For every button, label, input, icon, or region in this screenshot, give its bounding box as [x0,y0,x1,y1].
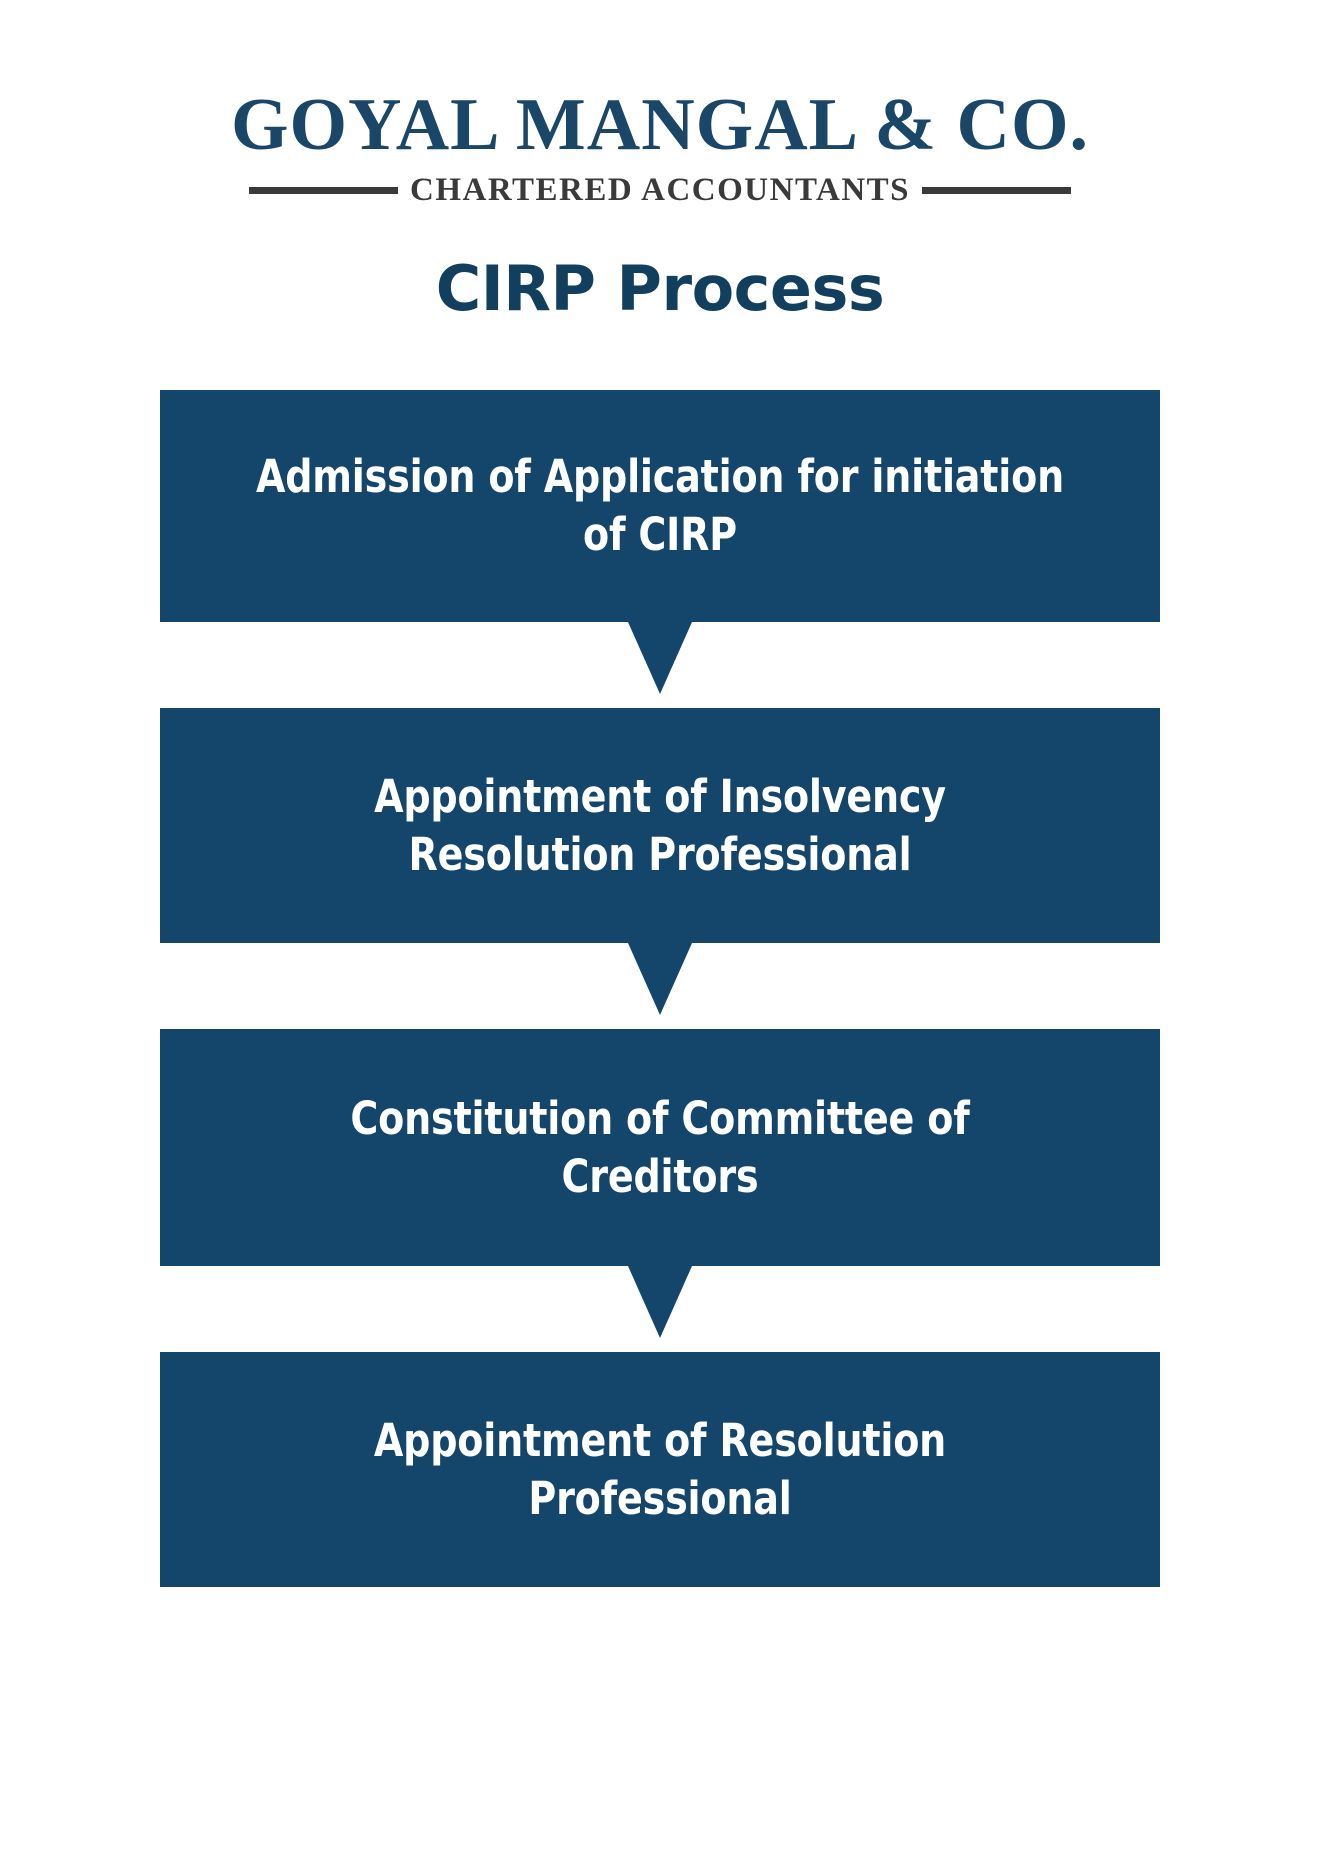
page-title: CIRP Process [435,252,885,325]
flow-box-label: Appointment of Insolvency Resolution Pro… [374,769,946,881]
flow-box-irp-appointment: Appointment of Insolvency Resolution Pro… [160,708,1160,943]
cirp-process-flowchart: Admission of Application for initiation … [0,390,1320,1587]
arrow-down-icon-1 [628,622,692,694]
rule-left-decoration [249,187,398,194]
flow-step-4: Appointment of Resolution Professional [160,1352,1160,1587]
flow-box-coc-constitution: Constitution of Committee of Creditors [160,1029,1160,1266]
flow-box-label: Admission of Application for initiation … [255,450,1065,561]
flow-step-3: Constitution of Committee of Creditors [160,1029,1160,1338]
flow-step-2: Appointment of Insolvency Resolution Pro… [160,708,1160,1015]
flow-box-rp-appointment: Appointment of Resolution Professional [160,1352,1160,1587]
flow-box-label: Constitution of Committee of Creditors [350,1091,970,1203]
flow-box-admission: Admission of Application for initiation … [160,390,1160,622]
rule-right-decoration [922,187,1072,194]
company-wordmark: GOYAL MANGAL & CO. [230,84,1090,166]
arrow-down-icon-3 [628,1266,692,1338]
flow-step-1: Admission of Application for initiation … [160,390,1160,694]
company-subtitle: CHARTERED ACCOUNTANTS [409,172,911,208]
company-logo: GOYAL MANGAL & CO. CHARTERED ACCOUNTANTS [0,88,1320,209]
arrow-down-icon-2 [628,943,692,1015]
flow-box-label: Appointment of Resolution Professional [373,1413,947,1525]
company-subtitle-row: CHARTERED ACCOUNTANTS [249,172,1072,209]
